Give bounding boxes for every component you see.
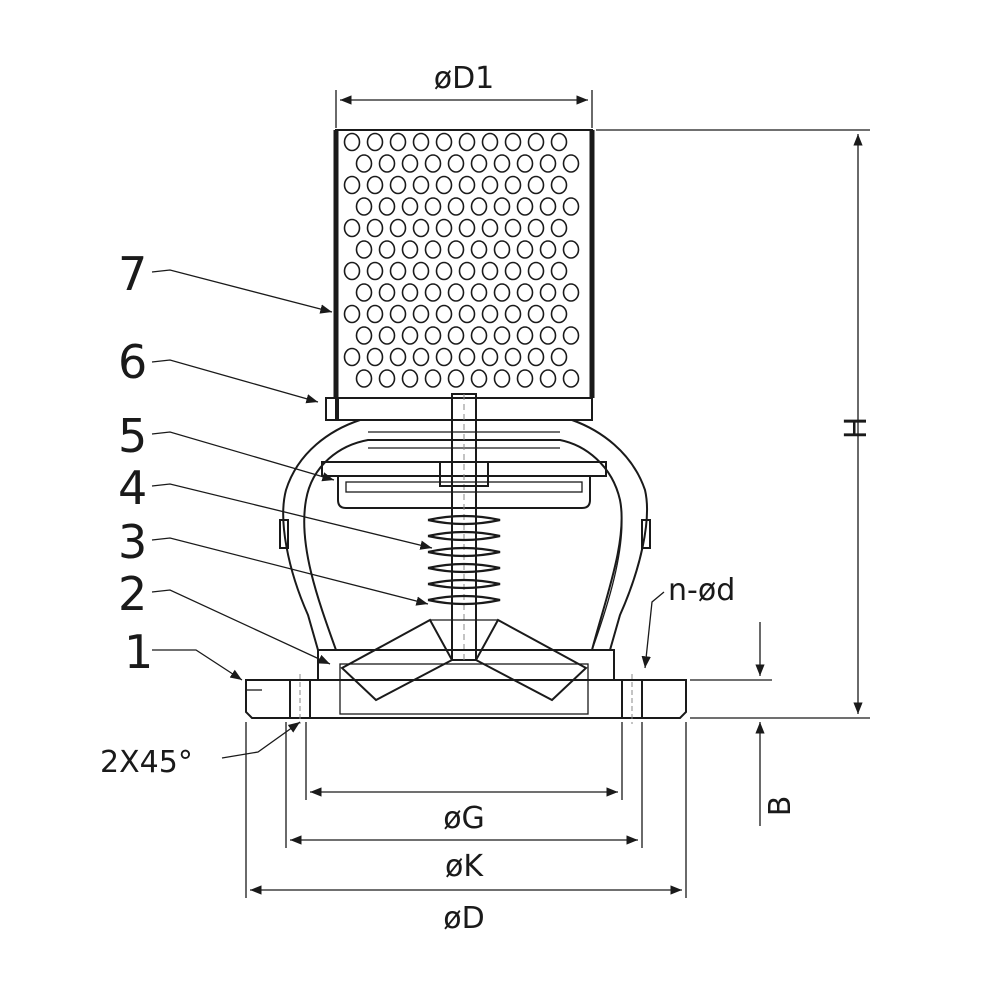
valve-seat — [340, 618, 588, 702]
dim-label-b: B — [763, 796, 798, 817]
part-label-1: 1 — [124, 625, 153, 679]
part-label-3: 3 — [118, 515, 147, 569]
dimension-lines — [221, 90, 870, 898]
strainer-collar — [325, 397, 593, 421]
part-label-5: 5 — [118, 409, 147, 463]
part-label-6: 6 — [118, 335, 147, 389]
dimension-labels: øD1 øG øK øD n-ød 2X45° H B — [100, 61, 874, 936]
part-number-labels: 7 6 5 4 3 2 1 — [118, 247, 153, 679]
dim-label-g: øG — [443, 801, 485, 836]
base-flange — [245, 649, 687, 724]
valve-spring — [427, 514, 501, 606]
valve-stem — [439, 393, 489, 661]
part-label-4: 4 — [118, 461, 147, 515]
dim-label-d1: øD1 — [434, 61, 495, 96]
part-leaders — [151, 269, 433, 681]
dim-label-h: H — [839, 417, 874, 440]
dim-label-chamfer: 2X45° — [100, 745, 193, 780]
dim-label-d: øD — [443, 901, 484, 936]
strainer-perforations — [343, 132, 580, 388]
strainer-screen — [333, 129, 595, 399]
part-label-7: 7 — [118, 247, 147, 301]
dim-label-nd: n-ød — [668, 573, 735, 608]
part-label-2: 2 — [118, 567, 147, 621]
valve-body — [279, 419, 651, 651]
dim-label-k: øK — [445, 849, 484, 884]
